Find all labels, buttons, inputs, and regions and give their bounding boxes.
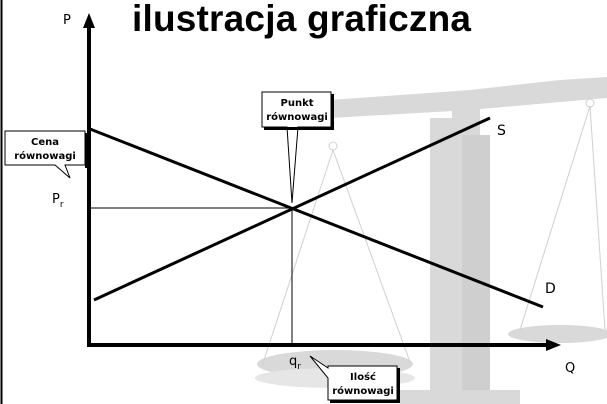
slide-title: ilustracja graficzna bbox=[132, 0, 472, 39]
equilibrium-quantity-symbol: qr bbox=[289, 354, 301, 372]
equilibrium-price-symbol: Pr bbox=[52, 192, 64, 210]
equilibrium-price-callout: Cena równowagi bbox=[4, 130, 88, 179]
demand-curve-label: D bbox=[545, 281, 556, 297]
x-axis-label: Q bbox=[565, 361, 575, 376]
y-axis-arrow-icon bbox=[83, 13, 95, 28]
equilibrium-quantity-callout: Ilość równowagi bbox=[309, 355, 400, 403]
balance-scale-watermark bbox=[255, 77, 607, 404]
equilibrium-price-label-line2: równowagi bbox=[14, 150, 76, 162]
supply-curve-label: S bbox=[497, 123, 506, 139]
equilibrium-point-label-line1: Punkt bbox=[281, 98, 314, 109]
y-axis-label: P bbox=[63, 13, 71, 28]
equilibrium-quantity-label-line1: Ilość bbox=[350, 371, 376, 383]
equilibrium-point-label-line2: równowagi bbox=[266, 111, 328, 123]
equilibrium-price-label-line1: Cena bbox=[31, 137, 59, 148]
x-axis-arrow-icon bbox=[546, 339, 561, 351]
demand-curve bbox=[89, 127, 544, 309]
equilibrium-quantity-label-line2: równowagi bbox=[332, 385, 394, 397]
equilibrium-point-callout: Punkt równowagi bbox=[261, 91, 334, 204]
